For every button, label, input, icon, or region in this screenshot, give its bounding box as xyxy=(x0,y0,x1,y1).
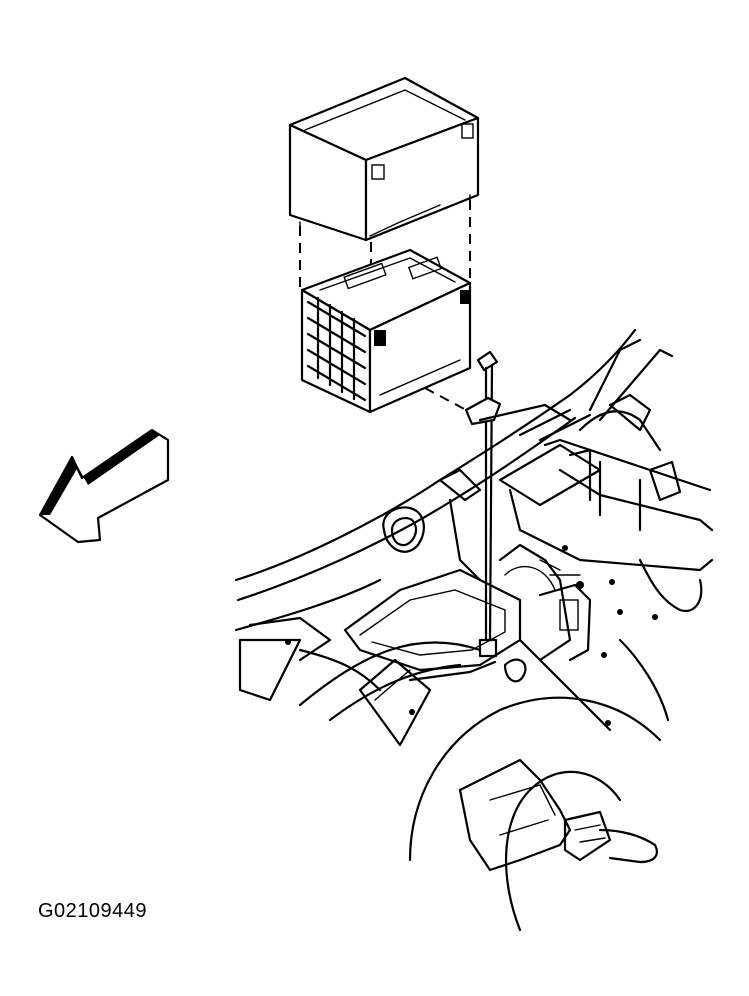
battery xyxy=(300,248,472,414)
figure-code-label: G02109449 xyxy=(38,900,148,922)
engine-compartment-structure xyxy=(234,328,714,932)
battery-insulator-cover xyxy=(288,76,480,242)
battery-hold-down-bolt xyxy=(464,350,502,658)
forward-direction-arrow-icon xyxy=(38,428,170,544)
battery-side-grid xyxy=(306,296,367,402)
